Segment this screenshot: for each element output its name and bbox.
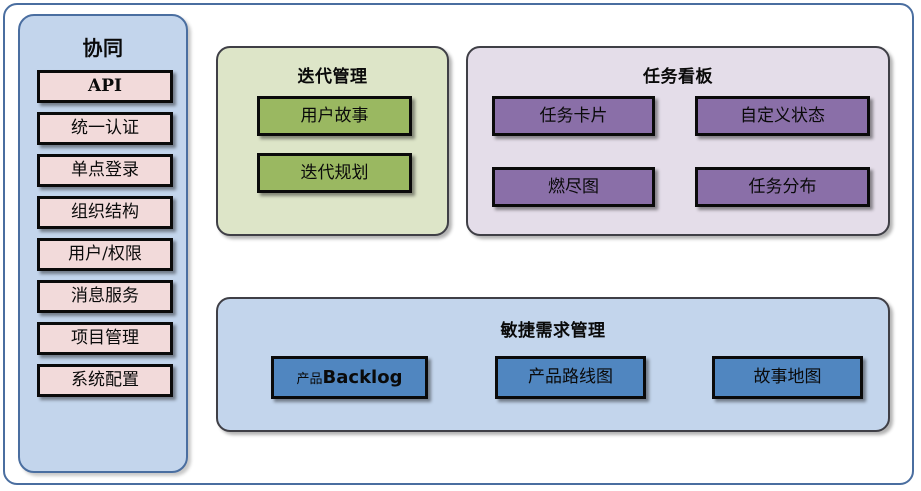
sidebar-node-project-management[interactable]: 项目管理 (37, 322, 173, 355)
sidebar-node-user-permission[interactable]: 用户/权限 (37, 238, 173, 271)
node-task-card[interactable]: 任务卡片 (492, 96, 655, 136)
node-story-map[interactable]: 故事地图 (712, 356, 863, 399)
node-product-backlog-label-cn: 产品 (296, 371, 323, 387)
panel-iteration-management[interactable]: 迭代管理 用户故事 迭代规划 (216, 46, 449, 236)
panel-task-board[interactable]: 任务看板 任务卡片 自定义状态 燃尽图 任务分布 (466, 46, 890, 236)
node-custom-status[interactable]: 自定义状态 (695, 96, 870, 136)
panel-iteration-title: 迭代管理 (297, 67, 368, 87)
node-iteration-planning[interactable]: 迭代规划 (257, 153, 412, 193)
sidebar-node-single-sign-on[interactable]: 单点登录 (37, 154, 173, 187)
panel-agile-title: 敏捷需求管理 (500, 321, 606, 341)
node-user-story[interactable]: 用户故事 (257, 96, 412, 136)
node-product-backlog[interactable]: 产品Backlog (271, 356, 428, 399)
panel-agile-requirements[interactable]: 敏捷需求管理 产品Backlog 产品路线图 故事地图 (216, 297, 890, 432)
sidebar-node-system-config[interactable]: 系统配置 (37, 364, 173, 397)
sidebar-node-api[interactable]: API (37, 70, 173, 103)
node-product-backlog-label: 产品Backlog (296, 366, 403, 388)
node-task-distribution[interactable]: 任务分布 (695, 167, 870, 207)
sidebar-node-unified-auth[interactable]: 统一认证 (37, 112, 173, 145)
sidebar-node-org-structure[interactable]: 组织结构 (37, 196, 173, 229)
sidebar-title: 协同 (82, 36, 124, 60)
sidebar-node-message-service[interactable]: 消息服务 (37, 280, 173, 313)
node-product-roadmap[interactable]: 产品路线图 (495, 356, 646, 399)
sidebar-node-list: API 统一认证 单点登录 组织结构 用户/权限 消息服务 项目管理 系统配置 (37, 70, 173, 406)
sidebar-panel-collaboration[interactable]: 协同 API 统一认证 单点登录 组织结构 用户/权限 消息服务 项目管理 系统… (18, 14, 188, 473)
node-product-backlog-label-en: Backlog (322, 366, 403, 388)
node-burndown-chart[interactable]: 燃尽图 (492, 167, 655, 207)
panel-taskboard-title: 任务看板 (643, 67, 713, 87)
